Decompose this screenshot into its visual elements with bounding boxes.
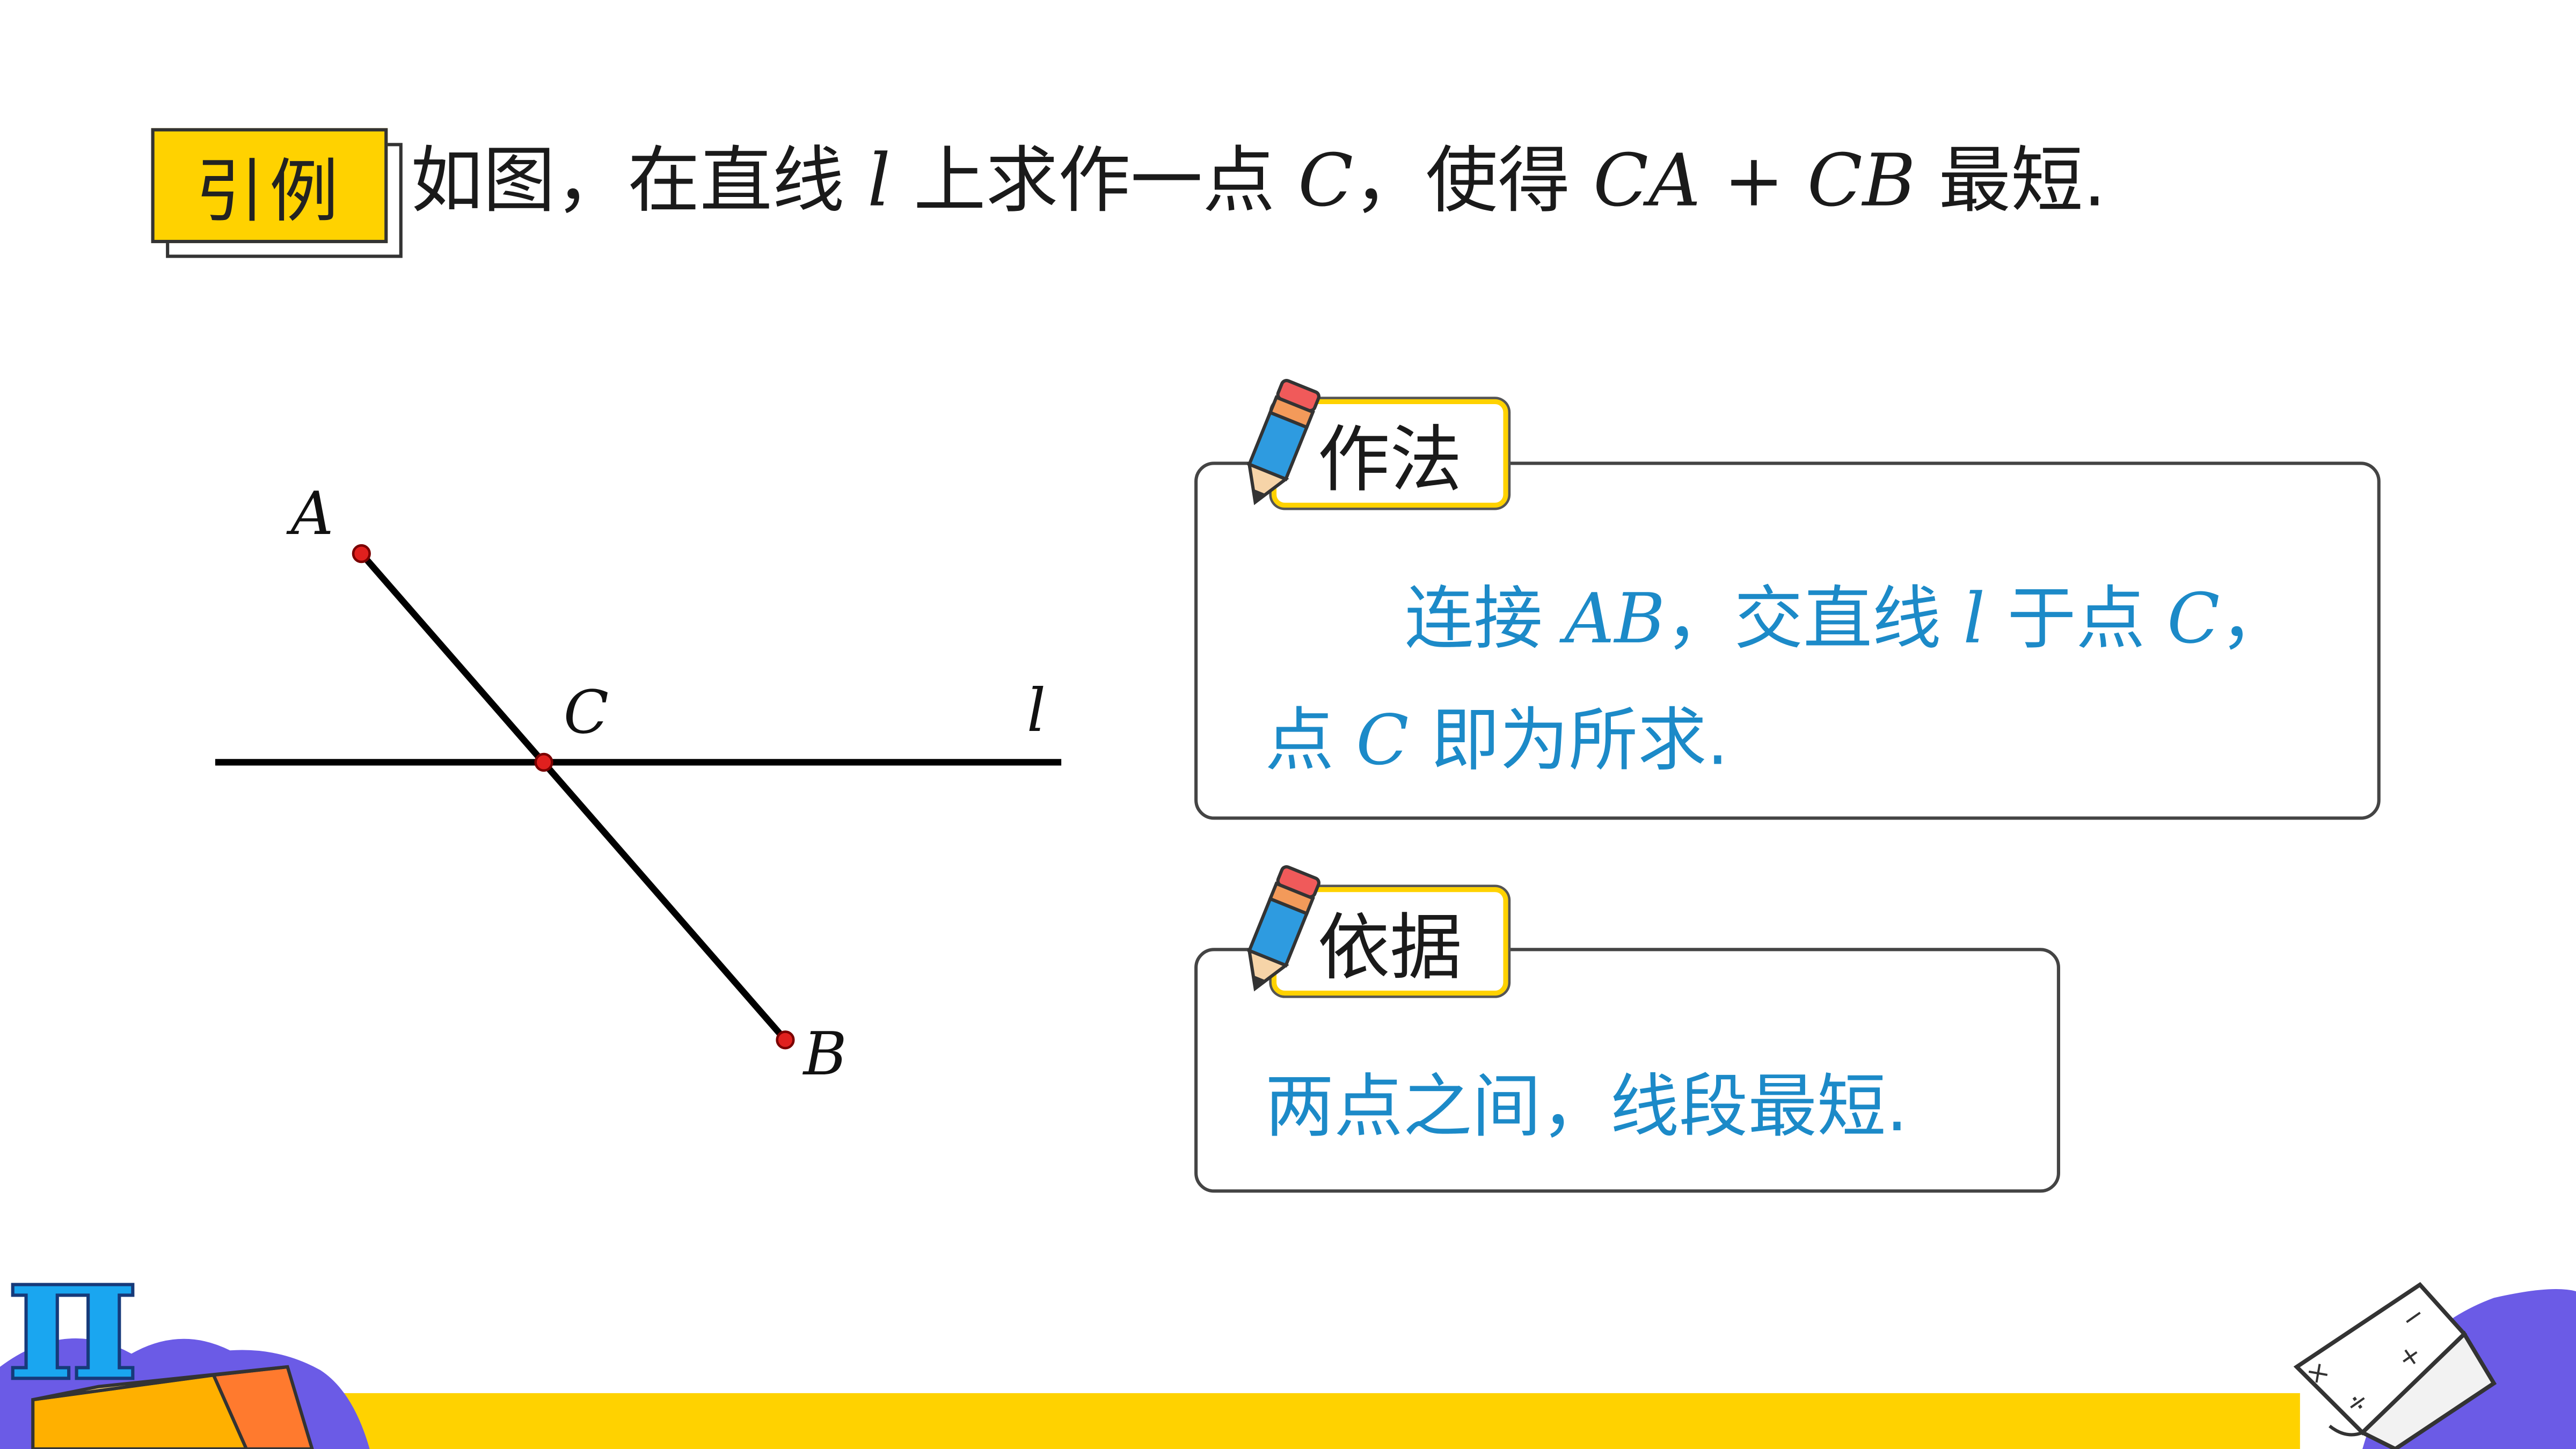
question-text: 如图，在直线 l 上求作一点 C，使得 CA + CB 最短.: [411, 140, 2106, 224]
label-a: A: [290, 481, 334, 549]
method-line-2: 点 C 即为所求.: [1265, 700, 1729, 781]
method-panel: [1194, 462, 2381, 820]
label-l: l: [1026, 678, 1046, 746]
label-b: B: [803, 1022, 847, 1089]
footer-left-decoration: [0, 1338, 370, 1449]
pencil-icon: [1247, 378, 1320, 506]
segment-ab: [359, 551, 788, 1042]
geometry-figure: [215, 544, 1062, 1050]
basis-text: 两点之间，线段最短.: [1265, 1066, 1908, 1147]
point-a-dot: [352, 544, 371, 564]
pi-icon: π: [5, 1209, 141, 1421]
pencil-icon: [1247, 865, 1320, 992]
label-c: C: [563, 680, 609, 748]
example-tag: 引例: [151, 128, 388, 244]
footer-right-decoration: [2293, 1282, 2576, 1449]
footer-bar: [337, 1393, 2300, 1449]
point-c-dot: [534, 752, 553, 772]
method-line-1: 连接 AB，交直线 l 于点 C，: [1404, 578, 2289, 659]
point-b-dot: [776, 1030, 795, 1050]
